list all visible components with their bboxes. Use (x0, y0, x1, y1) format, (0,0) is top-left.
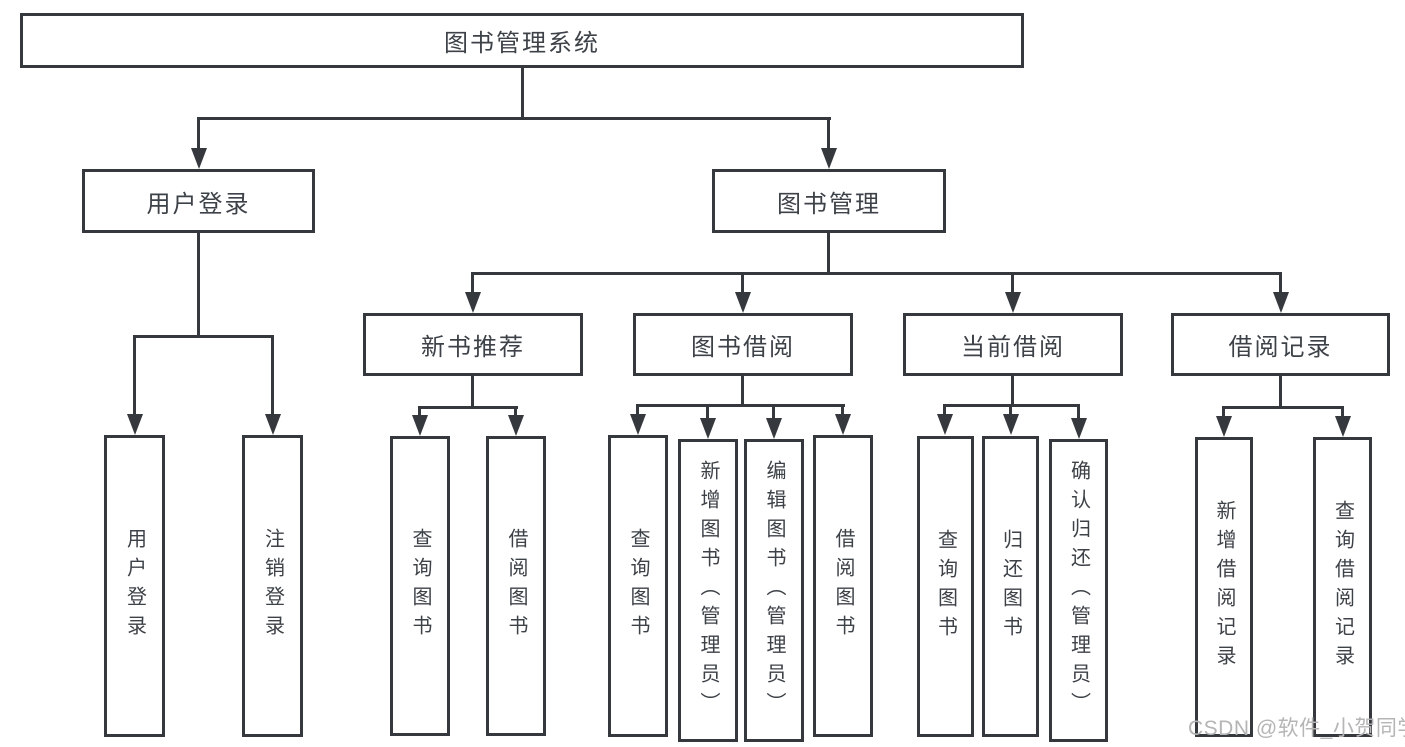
connector-line (943, 404, 946, 415)
leaf-logout: 注销登录 (242, 435, 303, 737)
leaf-add-books-admin: 新增图书（管理员） (678, 439, 738, 742)
connector-line (1077, 404, 1080, 418)
connector-arrow (265, 414, 281, 435)
node-root-label: 图书管理系统 (444, 30, 600, 57)
node-borrow-records: 借阅记录 (1171, 313, 1390, 376)
leaf-borrow-query-books: 查询图书 (608, 435, 668, 737)
leaf-current-query-books-label: 查询图书 (934, 528, 957, 645)
connector-arrow (1071, 418, 1087, 439)
connector-line (1222, 406, 1225, 416)
watermark: CSDN @软件_小贺同学 (1188, 717, 1405, 740)
connector-line (471, 376, 474, 408)
connector-line (133, 335, 136, 415)
connector-line (827, 117, 830, 150)
connector-line (636, 404, 639, 415)
connector-arrow (1003, 414, 1019, 435)
connector-arrow (766, 418, 782, 439)
node-root: 图书管理系统 (20, 13, 1024, 68)
connector-arrow (508, 415, 524, 436)
leaf-edit-books-admin: 编辑图书（管理员） (744, 439, 804, 742)
leaf-return-books-label: 归还图书 (999, 528, 1022, 645)
connector-arrow (735, 292, 751, 313)
connector-line (1011, 376, 1014, 407)
connector-line (514, 406, 517, 416)
leaf-recommend-query-books: 查询图书 (390, 436, 450, 736)
connector-line (1011, 272, 1014, 293)
node-current-borrow-label: 当前借阅 (961, 334, 1065, 361)
connector-line (827, 233, 830, 275)
leaf-return-books: 归还图书 (982, 436, 1039, 737)
connector-line (471, 272, 474, 293)
leaf-recommend-query-books-label: 查询图书 (409, 528, 431, 644)
leaf-borrow-books-label: 借阅图书 (832, 528, 854, 644)
connector-arrow (191, 148, 207, 169)
leaf-confirm-return-admin-label: 确认归还（管理员） (1067, 460, 1090, 721)
leaf-confirm-return-admin: 确认归还（管理员） (1049, 439, 1108, 742)
leaf-query-borrow-record: 查询借阅记录 (1313, 437, 1372, 737)
connector-arrow (821, 148, 837, 169)
node-user-login-label: 用户登录 (146, 190, 251, 218)
connector-line (521, 68, 524, 118)
node-new-book-recommend: 新书推荐 (363, 313, 583, 376)
leaf-query-borrow-record-label: 查询借阅记录 (1331, 500, 1354, 674)
connector-arrow (700, 418, 716, 439)
leaf-borrow-books: 借阅图书 (813, 435, 873, 737)
node-book-borrow-label: 图书借阅 (691, 334, 795, 361)
connector-line (741, 376, 744, 407)
connector-line (1222, 406, 1344, 409)
connector-arrow (630, 414, 646, 435)
connector-arrow (835, 414, 851, 435)
connector-arrow (1273, 292, 1289, 313)
connector-line (706, 404, 709, 418)
leaf-user-login: 用户登录 (104, 435, 165, 737)
connector-line (418, 406, 518, 409)
connector-line (1279, 376, 1282, 408)
connector-line (636, 404, 845, 407)
connector-line (741, 272, 744, 293)
connector-line (471, 272, 1282, 275)
connector-arrow (1005, 292, 1021, 313)
node-book-management: 图书管理 (712, 169, 946, 233)
connector-line (772, 404, 775, 418)
leaf-current-query-books: 查询图书 (917, 436, 974, 737)
connector-line (197, 117, 200, 150)
node-new-book-recommend-label: 新书推荐 (421, 334, 525, 361)
connector-arrow (127, 414, 143, 435)
connector-line (1279, 272, 1282, 293)
leaf-recommend-borrow-books-label: 借阅图书 (505, 528, 527, 644)
connector-arrow (1335, 416, 1351, 437)
connector-line (418, 406, 421, 416)
leaf-add-borrow-record: 新增借阅记录 (1195, 437, 1253, 737)
node-borrow-records-label: 借阅记录 (1228, 334, 1333, 361)
leaf-add-borrow-record-label: 新增借阅记录 (1213, 500, 1235, 674)
leaf-logout-label: 注销登录 (261, 528, 284, 644)
leaf-user-login-label: 用户登录 (123, 528, 146, 644)
connector-line (271, 335, 274, 415)
leaf-borrow-query-books-label: 查询图书 (627, 528, 649, 644)
connector-arrow (937, 414, 953, 435)
connector-line (1341, 406, 1344, 416)
node-book-borrow: 图书借阅 (633, 313, 853, 376)
connector-arrow (1216, 416, 1232, 437)
leaf-edit-books-admin-label: 编辑图书（管理员） (763, 460, 785, 721)
connector-line (197, 117, 831, 120)
leaf-recommend-borrow-books: 借阅图书 (486, 436, 546, 736)
node-book-management-label: 图书管理 (777, 190, 881, 218)
connector-line (133, 335, 274, 338)
connector-line (197, 233, 200, 338)
connector-line (1009, 404, 1012, 415)
connector-line (841, 404, 844, 415)
leaf-add-books-admin-label: 新增图书（管理员） (697, 460, 719, 721)
connector-arrow (412, 415, 428, 436)
node-user-login: 用户登录 (82, 169, 315, 233)
node-current-borrow: 当前借阅 (903, 313, 1123, 376)
connector-arrow (465, 292, 481, 313)
